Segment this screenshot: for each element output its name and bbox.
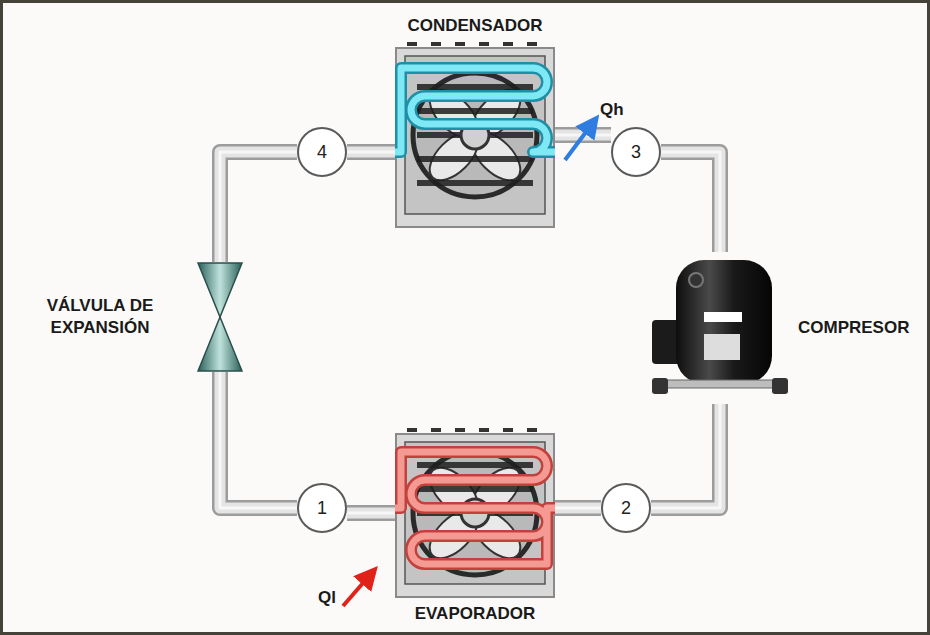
pipe-stroke (347, 144, 395, 160)
pipe-stroke (661, 152, 720, 252)
pipe-stroke (347, 508, 395, 519)
heat-label: Ql (318, 588, 336, 608)
pipe-stroke (651, 404, 720, 508)
condenser: CONDENSADOR (395, 42, 555, 228)
pipe-stroke (220, 372, 297, 508)
state-point-circle: 3 (611, 127, 661, 177)
state-point-circle: 1 (297, 483, 347, 533)
expansion-valve: VÁLVULA DE EXPANSIÓN (197, 262, 243, 372)
refrigerant-pipe (555, 508, 601, 509)
valve-art (197, 262, 243, 372)
pipe-stroke (347, 151, 395, 154)
heat-out-arrow (565, 124, 592, 160)
callout-number: 2 (621, 498, 631, 519)
pipe-stroke (661, 152, 720, 252)
pipe-stroke (661, 152, 720, 252)
compressor-art (652, 252, 788, 404)
compressor: COMPRESOR (652, 252, 788, 404)
refrigerant-pipe (651, 404, 720, 508)
component-label: VÁLVULA DE EXPANSIÓN (15, 295, 185, 339)
refrigerant-pipe (347, 152, 395, 153)
callout-number: 1 (317, 498, 327, 519)
heat-label: Qh (600, 100, 624, 120)
callout-number: 3 (631, 142, 641, 163)
pipe-stroke (220, 152, 297, 262)
callout-number: 4 (317, 142, 327, 163)
pipe-stroke (555, 503, 601, 514)
refrigerant-pipe (220, 152, 297, 262)
pipe-stroke (651, 404, 720, 508)
pipe-stroke (220, 152, 297, 262)
pipe-stroke (651, 404, 720, 508)
refrigerant-pipe (220, 372, 297, 508)
pipe-stroke (220, 152, 297, 262)
state-point-circle: 2 (601, 483, 651, 533)
pipe-stroke (347, 147, 395, 158)
refrigerant-pipe (347, 513, 395, 514)
pipe-stroke (555, 500, 601, 516)
pipe-stroke (347, 505, 395, 521)
refrigerant-pipe (661, 152, 720, 252)
heat-in-arrow (343, 575, 370, 606)
state-point-circle: 4 (297, 127, 347, 177)
evaporator: EVAPORADOR (395, 428, 555, 598)
heat-exchanger-art (395, 428, 555, 598)
pipe-stroke (220, 372, 297, 508)
component-label: CONDENSADOR (407, 16, 542, 36)
heat-exchanger-art (395, 42, 555, 228)
pipe-stroke (555, 507, 601, 510)
component-label: COMPRESOR (798, 318, 909, 338)
pipe-stroke (220, 372, 297, 508)
pipe-stroke (347, 512, 395, 515)
component-label: EVAPORADOR (415, 604, 536, 624)
